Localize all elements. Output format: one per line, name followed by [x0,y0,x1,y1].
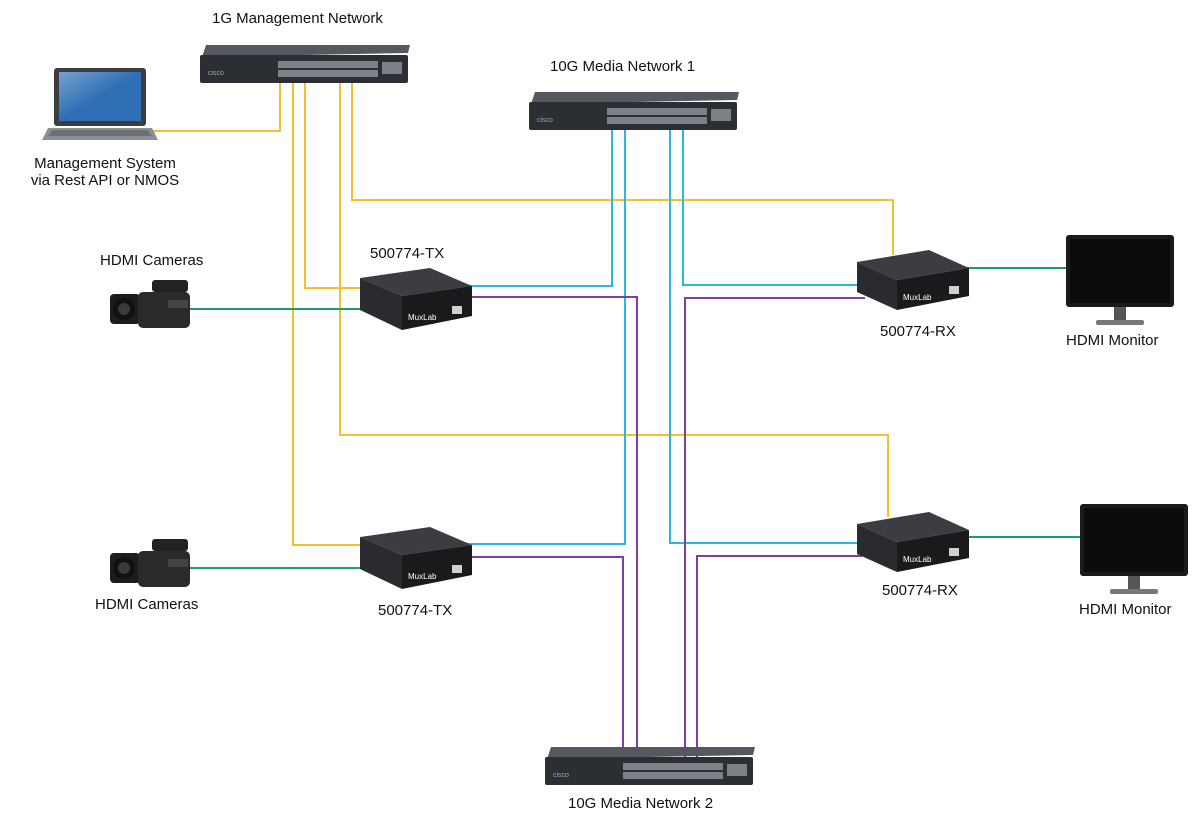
label-media-network-1: 10G Media Network 1 [550,58,696,75]
decoder-rx-top: MuxLab [857,250,969,310]
cable-mn1-tx-top [440,120,613,287]
label-monitor-bottom: HDMI Monitor [1079,601,1172,618]
label-management-system-line2: via Rest API or NMOS [30,172,180,189]
cable-mn2-rx-top [684,297,865,762]
cable-mn2-rx-bottom [696,555,862,762]
cable-mgmt-rx-bottom [339,75,889,517]
label-cameras-bottom: HDMI Cameras [95,596,199,613]
cable-mn1-rx-top [682,120,865,286]
label-rx-top: 500774-RX [880,323,956,340]
label-management-system-line1: Management System [34,155,176,172]
monitor-icon [1066,235,1174,325]
monitor-icon [1080,504,1188,594]
cable-mgmt-laptop [150,75,281,132]
label-tx-top: 500774-TX [370,245,445,262]
media-network-1-cables [440,120,865,545]
label-rx-bottom: 500774-RX [882,582,958,599]
label-media-network-2: 10G Media Network 2 [568,795,714,812]
svg-text:cisco: cisco [537,117,553,124]
camcorder-icon [110,539,190,587]
cable-mgmt-rx-top [351,75,894,255]
svg-text:MuxLab: MuxLab [903,293,932,302]
cable-mgmt-tx-bottom [292,75,365,546]
network-switch-icon: cisco [200,45,410,83]
media-network-2-cables [440,296,865,762]
camcorder-icon [110,280,190,328]
encoder-tx-top: MuxLab [360,268,472,330]
cable-mgmt-tx-top [304,75,365,289]
svg-text:MuxLab: MuxLab [903,555,932,564]
label-cameras-top: HDMI Cameras [100,252,204,269]
label-monitor-top: HDMI Monitor [1066,332,1159,349]
decoder-rx-bottom: MuxLab [857,512,969,572]
cable-mn1-rx-bottom [669,120,862,544]
management-cables [150,75,894,546]
cable-mn1-tx-bottom [440,120,626,545]
cable-mn2-tx-bottom [440,556,624,762]
label-mgmt-network: 1G Management Network [212,10,383,27]
svg-text:cisco: cisco [208,70,224,77]
svg-text:cisco: cisco [553,772,569,779]
label-tx-bottom: 500774-TX [378,602,453,619]
encoder-tx-bottom: MuxLab [360,527,472,589]
svg-text:MuxLab: MuxLab [408,572,437,581]
cable-mn2-tx-top [440,296,638,762]
network-switch-icon: cisco [529,92,739,130]
svg-text:MuxLab: MuxLab [408,313,437,322]
hdmi-cables [190,267,1082,569]
label-management-system: Management System via Rest API or NMOS [20,155,190,189]
network-switch-icon: cisco [545,747,755,785]
laptop-icon [42,68,158,140]
